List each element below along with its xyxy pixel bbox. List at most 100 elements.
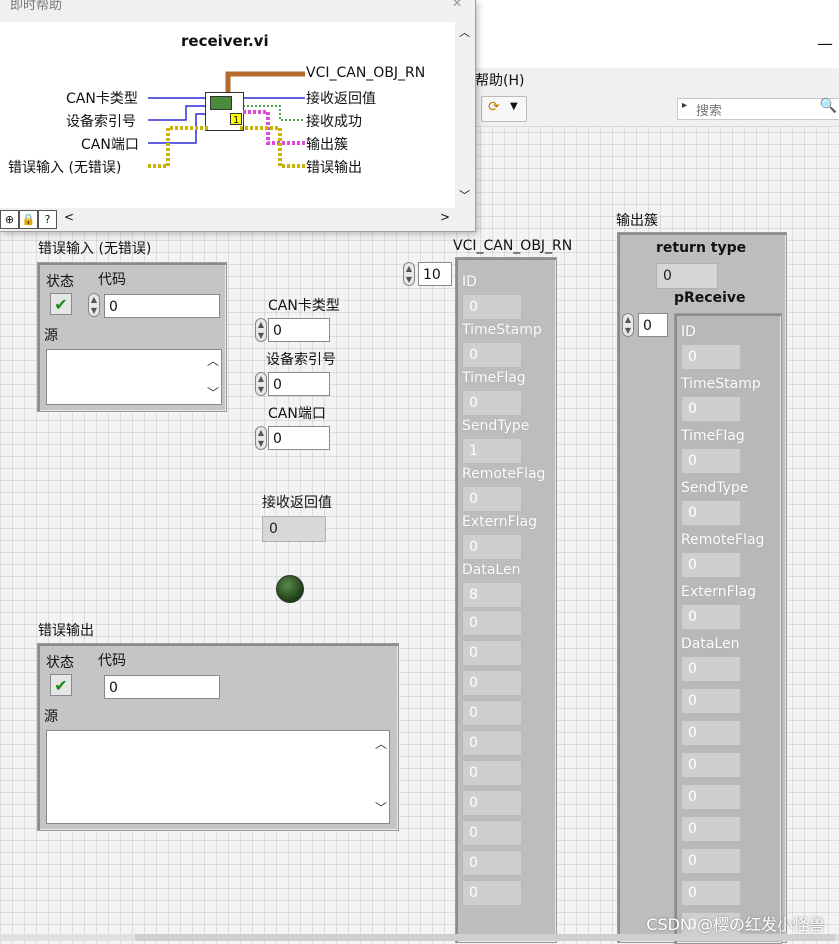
- vi-icon: 1: [205, 92, 244, 131]
- error-in-source-field[interactable]: ︿ ﹀: [46, 349, 222, 405]
- scroll-up-icon[interactable]: ︿: [459, 26, 470, 39]
- device-index-label: 设备索引号: [266, 352, 336, 368]
- scroll-up-icon[interactable]: ︿: [206, 354, 219, 368]
- can-port-field[interactable]: 0: [268, 426, 330, 450]
- scroll-down-icon[interactable]: ﹀: [374, 801, 387, 815]
- preceive-field-value: 0: [681, 552, 741, 578]
- vci-field-name: TimeStamp: [462, 322, 542, 338]
- error-in-code-spinner[interactable]: ▲▼: [88, 293, 100, 317]
- preceive-data-value: 0: [681, 816, 741, 842]
- horizontal-scrollbar[interactable]: [0, 934, 839, 941]
- error-in-status-label: 状态: [46, 274, 74, 290]
- error-in-code-label: 代码: [98, 272, 126, 288]
- menu-bar: 帮助(H): [475, 68, 839, 90]
- vci-field-value: 0: [462, 294, 522, 320]
- preceive-data-value: 0: [681, 880, 741, 906]
- vci-field-name: ExternFlag: [462, 514, 538, 530]
- device-index-spinner[interactable]: ▲▼: [255, 372, 267, 396]
- vci-data-value: 0: [462, 760, 522, 786]
- recv-success-led: [276, 575, 304, 603]
- vci-array-index[interactable]: 10: [418, 262, 452, 286]
- search-placeholder: 搜索: [696, 104, 723, 119]
- vci-field-value: 0: [462, 390, 522, 416]
- vci-field-value: 0: [462, 342, 522, 368]
- chevron-down-icon: ▼: [510, 101, 518, 112]
- search-input[interactable]: ▸ 搜索: [677, 98, 839, 120]
- vci-field-name: SendType: [462, 418, 530, 434]
- preceive-field-value: 0: [681, 604, 741, 630]
- detailed-help-icon[interactable]: ?: [38, 210, 57, 229]
- error-in-status-check[interactable]: ✔: [50, 293, 72, 315]
- output-cluster-label: 输出簇: [616, 213, 658, 229]
- error-in-cluster: 状态 代码 ✔ ▲▼ 0 源 ︿ ﹀: [37, 262, 227, 412]
- vci-data-value: 0: [462, 730, 522, 756]
- can-type-spinner[interactable]: ▲▼: [255, 318, 267, 342]
- preceive-label: pReceive: [674, 290, 746, 306]
- error-in-source-label: 源: [44, 328, 58, 344]
- return-type-label: return type: [656, 240, 747, 256]
- sync-icon: ⟳: [488, 99, 500, 115]
- input-device-index: 设备索引号: [66, 114, 136, 130]
- help-titlebar: 即时帮助 ✕: [0, 0, 475, 22]
- vci-data-value: 0: [462, 790, 522, 816]
- lock-icon[interactable]: 🔒: [19, 210, 38, 229]
- preceive-field-value: 0: [681, 344, 741, 370]
- preceive-index-spinner[interactable]: ▲▼: [622, 313, 634, 337]
- preceive-data-value: 0: [681, 912, 741, 938]
- input-error-in: 错误输入 (无错误): [8, 160, 122, 176]
- error-in-label: 错误输入 (无错误): [38, 241, 152, 257]
- vci-array-label: VCI_CAN_OBJ_RN: [453, 238, 573, 254]
- preceive-field-name: TimeFlag: [681, 428, 745, 444]
- scroll-up-icon[interactable]: ︿: [374, 737, 387, 751]
- scrollbar-thumb[interactable]: [135, 934, 835, 941]
- vci-field-value: 1: [462, 438, 522, 464]
- help-vertical-scrollbar[interactable]: ︿ ﹀: [455, 22, 475, 208]
- preceive-field-value: 0: [681, 396, 741, 422]
- vci-field-name: ID: [462, 274, 477, 290]
- minimize-icon[interactable]: —: [817, 34, 833, 53]
- show-optional-terminals-icon[interactable]: ⊕: [0, 210, 19, 229]
- vci-field-value: 0: [462, 486, 522, 512]
- vci-data-value: 0: [462, 820, 522, 846]
- vi-name: receiver.vi: [181, 32, 269, 50]
- menu-help[interactable]: 帮助(H): [475, 73, 525, 89]
- terminal-icon: [230, 113, 242, 125]
- error-out-source-field[interactable]: ︿ ﹀: [46, 730, 390, 824]
- return-type-indicator: 0: [656, 263, 718, 289]
- close-icon[interactable]: ✕: [452, 0, 463, 10]
- vci-data-value: 0: [462, 850, 522, 876]
- can-type-field[interactable]: 0: [268, 318, 330, 342]
- device-index-field[interactable]: 0: [268, 372, 330, 396]
- vci-field-value: 8: [462, 582, 522, 608]
- scroll-left-icon[interactable]: <: [64, 210, 75, 224]
- run-mode-button[interactable]: ⟳ ▼: [481, 96, 527, 122]
- vci-data-value: 0: [462, 610, 522, 636]
- error-out-cluster: 状态 代码 ✔ 0 源 ︿ ﹀: [37, 643, 399, 831]
- vci-array-index-spinner[interactable]: ▲▼: [403, 262, 415, 286]
- scroll-down-icon[interactable]: ﹀: [459, 189, 470, 202]
- watermark: CSDN @樱の红发小怪兽: [646, 915, 825, 934]
- preceive-data-value: 0: [681, 752, 741, 778]
- vci-data-value: 0: [462, 880, 522, 906]
- search-icon[interactable]: 🔍: [819, 98, 837, 114]
- preceive-data-value: 0: [681, 720, 741, 746]
- error-out-status-check: ✔: [50, 674, 72, 696]
- preceive-index[interactable]: 0: [638, 313, 668, 337]
- can-type-label: CAN卡类型: [268, 298, 340, 314]
- preceive-data-value: 0: [681, 784, 741, 810]
- preceive-field-name: DataLen: [681, 636, 740, 652]
- error-out-status-label: 状态: [46, 655, 74, 671]
- input-can-port: CAN端口: [81, 137, 139, 153]
- help-title: 即时帮助: [10, 0, 63, 13]
- error-out-code-field: 0: [104, 675, 220, 699]
- vci-field-name: RemoteFlag: [462, 466, 546, 482]
- preceive-data-value: 0: [681, 688, 741, 714]
- can-port-spinner[interactable]: ▲▼: [255, 426, 267, 450]
- toolbar: ⟳ ▼ ▸ 搜索 🔍: [475, 90, 839, 127]
- preceive-data-value: 0: [681, 848, 741, 874]
- scroll-down-icon[interactable]: ﹀: [206, 386, 219, 400]
- error-in-code-field[interactable]: 0: [104, 294, 220, 318]
- scroll-right-icon[interactable]: >: [440, 210, 451, 224]
